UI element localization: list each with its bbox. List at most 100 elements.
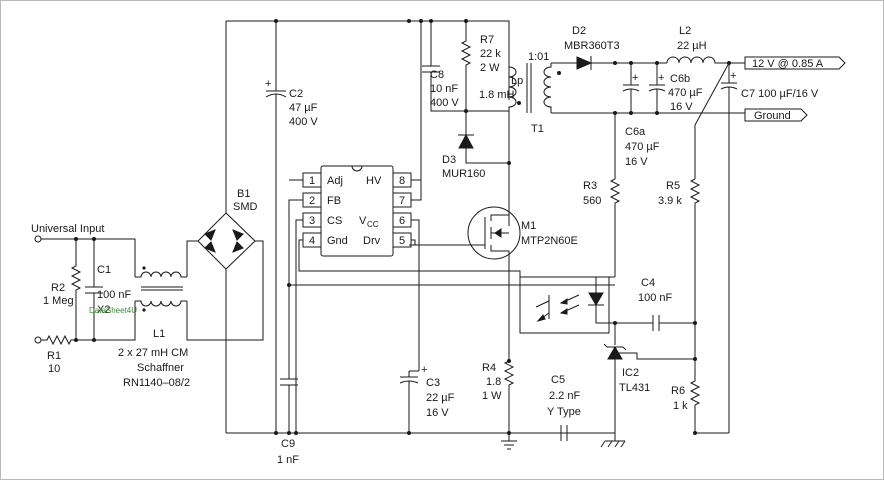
r1-name: R1: [47, 350, 61, 362]
r4-name: R4: [482, 362, 496, 374]
output-voltage-tag: 12 V @ 0.85 A: [752, 58, 824, 70]
r1-value: 10: [48, 363, 60, 375]
c1-type: X2: [97, 304, 110, 316]
r5-value: 3.9 k: [658, 195, 682, 207]
r6-value: 1 k: [673, 400, 688, 412]
c7-label: C7 100 µF/16 V: [741, 88, 819, 100]
optocoupler: [519, 276, 615, 334]
d2-name: D2: [572, 25, 586, 37]
c3-capacitor: + C3 22 µF 16 V: [399, 364, 455, 433]
c9-value: 1 nF: [277, 454, 299, 466]
c6b-plus: +: [658, 72, 664, 84]
ic-pin2-name: FB: [327, 195, 341, 207]
c6b-name: C6b: [670, 73, 690, 85]
t1-transformer: 1:01 Lp 1.8 mH T1: [479, 51, 745, 226]
ic-pin3-num: 3: [309, 215, 315, 227]
b1-type: SMD: [233, 201, 258, 213]
c4-name: C4: [641, 277, 655, 289]
input-label: Universal Input: [31, 223, 104, 235]
c6a-value: 470 µF: [625, 141, 660, 153]
c5-name: C5: [551, 374, 565, 386]
input-terminal-top: [34, 235, 42, 243]
c3-voltage: 16 V: [426, 407, 449, 419]
c8-name: C8: [430, 69, 444, 81]
c6b-voltage: 16 V: [670, 101, 693, 113]
ground-tag: Ground: [754, 110, 791, 122]
ic-pin1-name: Adj: [327, 175, 343, 187]
r4-value: 1.8: [486, 376, 501, 388]
c6a-voltage: 16 V: [625, 156, 648, 168]
m1-name: M1: [521, 220, 536, 232]
ic-pin6-name: V: [359, 215, 367, 227]
r5-name: R5: [666, 180, 680, 192]
c2-name: C2: [289, 88, 303, 100]
l1-part: RN1140–08/2: [123, 377, 190, 389]
c5-capacitor: C5 2.2 nF Y Type: [509, 374, 615, 441]
l1-manufacturer: Schaffner: [137, 362, 184, 374]
feedback-network: R3 560 R5 3.9 k C4 100 nF R6 1 k IC2 TL4…: [583, 113, 729, 448]
ic-pin6-num: 6: [399, 215, 405, 227]
controller-ic: 1 2 3 4 8 7 6 5 Adj FB CS Gnd HV V CC Dr…: [287, 19, 615, 435]
m1-part: MTP2N60E: [521, 235, 578, 247]
lp-value: 1.8 mH: [479, 89, 515, 101]
c2-plus: +: [265, 78, 271, 90]
r3-name: R3: [583, 180, 597, 192]
ic-pin8-num: 8: [399, 175, 405, 187]
c9-name: C9: [281, 438, 295, 450]
l1-choke: L1 2 x 27 mH CM Schaffner RN1140–08/2: [118, 240, 264, 389]
output-section: D2 MBR360T3 L2 22 µH + C6a 470 µF 16 V +…: [564, 25, 846, 433]
t1-name: T1: [531, 123, 544, 135]
l2-value: 22 µH: [677, 40, 707, 52]
c7-plus: +: [730, 70, 736, 82]
c2-value: 47 µF: [289, 102, 318, 114]
m1-mosfet: M1 MTP2N60E R4 1.8 1 W: [409, 206, 578, 450]
b1-name: B1: [237, 188, 250, 200]
ic-pin7-num: 7: [399, 195, 405, 207]
c8-voltage: 400 V: [430, 97, 459, 109]
c3-value: 22 µF: [426, 392, 455, 404]
snubber: C8 10 nF 400 V R7 22 k 2 W D3 MUR160: [422, 21, 511, 180]
r6-name: R6: [671, 385, 685, 397]
ic2-part: TL431: [619, 382, 650, 394]
ic2-name: IC2: [622, 367, 639, 379]
l1-name: L1: [153, 328, 165, 340]
c1-name: C1: [97, 264, 111, 276]
r2-name: R2: [51, 282, 65, 294]
c4-value: 100 nF: [638, 292, 673, 304]
r7-value: 22 k: [480, 48, 501, 60]
r2-value: 1 Meg: [43, 295, 74, 307]
turns-ratio: 1:01: [528, 51, 549, 63]
r4-power: 1 W: [482, 390, 502, 402]
c5-value: 2.2 nF: [549, 390, 580, 402]
c6a-name: C6a: [625, 126, 646, 138]
input-terminal-bottom: [34, 336, 42, 344]
c2-capacitor: + C2 47 µF 400 V: [265, 21, 318, 433]
c2-voltage: 400 V: [289, 116, 318, 128]
c5-type: Y Type: [547, 406, 581, 418]
c1-value: 100 nF: [97, 289, 132, 301]
ic-pin6-subscript: CC: [367, 220, 379, 229]
ic-pin4-num: 4: [309, 235, 315, 247]
ic-pin4-name: Gnd: [327, 235, 348, 247]
input-section: Universal Input R2 1 Meg C1 100 nF X2 R1…: [31, 223, 137, 375]
d3-name: D3: [442, 154, 456, 166]
r7-name: R7: [480, 34, 494, 46]
c9-capacitor: C9 1 nF: [277, 285, 299, 466]
watermark: DataSheet4U: [89, 306, 137, 315]
r7-power: 2 W: [480, 62, 500, 74]
ic-pin2-num: 2: [309, 195, 315, 207]
ic-pin8-name: HV: [366, 175, 382, 187]
c6a-plus: +: [632, 72, 638, 84]
c6b-value: 470 µF: [668, 87, 703, 99]
r3-value: 560: [583, 195, 601, 207]
c3-name: C3: [426, 377, 440, 389]
ic-pin5-name: Drv: [363, 235, 381, 247]
d2-part: MBR360T3: [564, 40, 620, 52]
lp-name: Lp: [511, 75, 523, 87]
ic-pin3-name: CS: [327, 215, 342, 227]
c8-value: 10 nF: [430, 83, 458, 95]
l1-value: 2 x 27 mH CM: [118, 347, 188, 359]
d3-part: MUR160: [442, 168, 485, 180]
